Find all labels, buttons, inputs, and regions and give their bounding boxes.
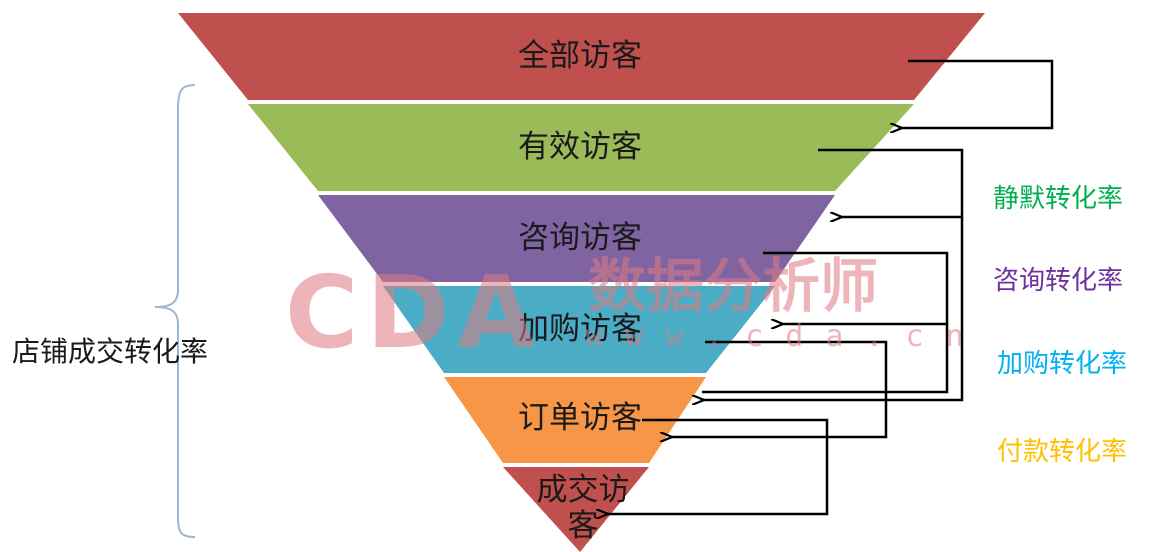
connector-arrow-valid-to-inquiry xyxy=(818,148,964,217)
watermark: CDA 数据分析师 www.cda.cn xyxy=(285,252,986,371)
watermark-brand: CDA xyxy=(285,254,543,371)
layer-label-order-visitors: 订单访客 xyxy=(518,400,642,436)
connector-arrow-all-to-valid xyxy=(900,59,1054,128)
connector-arrow-order-to-deal xyxy=(606,418,829,514)
rate-label-silent-conversion: 静默转化率 xyxy=(993,184,1123,214)
connector-arrow-cart-to-order xyxy=(670,340,888,437)
layer-label-deal-visitors-line1: 成交访 xyxy=(537,472,630,508)
connector-arrow-inquiry-to-cart xyxy=(763,251,949,324)
rate-label-cart-conversion: 加购转化率 xyxy=(997,349,1127,379)
rate-label-payment-conversion: 付款转化率 xyxy=(997,437,1127,467)
layer-label-cart-visitors: 加购访客 xyxy=(518,311,642,347)
left-brace xyxy=(154,84,196,538)
funnel-layer-inquiry-visitors xyxy=(318,195,835,282)
watermark-url: www.cda.cn xyxy=(585,319,986,354)
layer-label-deal-visitors-line2: 客 xyxy=(568,508,599,544)
layer-label-all-visitors: 全部访客 xyxy=(518,38,642,74)
connector-arrow-valid-to-order xyxy=(702,217,964,400)
layer-label-valid-visitors: 有效访客 xyxy=(518,129,642,165)
layer-label-inquiry-visitors: 咨询访客 xyxy=(518,220,642,256)
funnel-layer-valid-visitors xyxy=(248,104,914,191)
funnel-layer-cart-visitors xyxy=(383,286,775,373)
brace-label: 店铺成交转化率 xyxy=(12,335,208,368)
funnel-layer-all-visitors xyxy=(178,13,985,100)
watermark-brand-cn: 数据分析师 xyxy=(588,252,878,320)
rate-label-inquiry-conversion: 咨询转化率 xyxy=(993,266,1123,296)
funnel-layer-deal-visitors xyxy=(503,467,649,552)
funnel-layer-order-visitors xyxy=(444,377,706,463)
connector-arrow-inquiry-to-order xyxy=(702,324,949,394)
